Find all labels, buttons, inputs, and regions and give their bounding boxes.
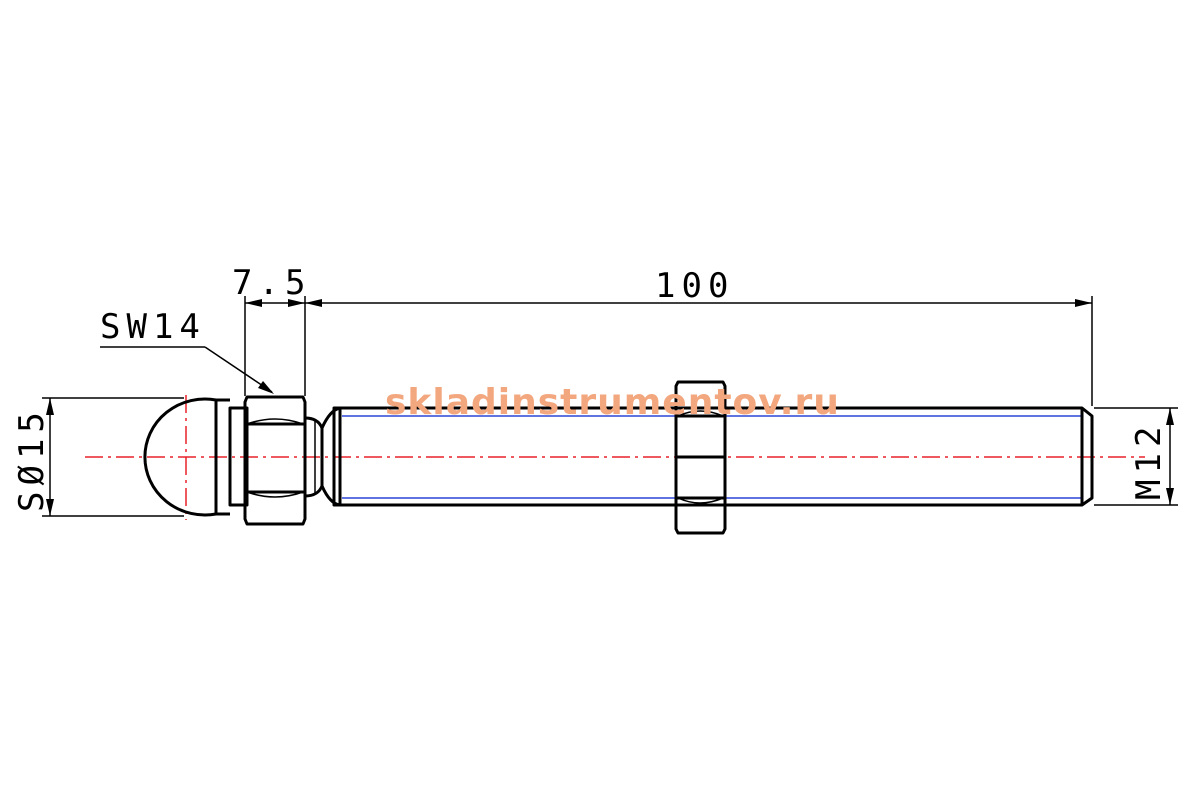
ball <box>143 397 217 517</box>
arrow-ball-bottom <box>46 499 54 516</box>
arrow-hex-left <box>245 299 262 307</box>
arrow-hex-right <box>288 299 305 307</box>
hex-head <box>243 395 307 526</box>
lock-nut <box>674 380 727 535</box>
dim-wrench-size-label: SW14 <box>100 307 206 347</box>
sw-leader-arrow <box>258 381 274 394</box>
dim-ball-diameter-label: SØ15 <box>12 406 52 512</box>
watermark: skladinstrumentov.ru <box>385 382 840 423</box>
undercut <box>304 416 324 498</box>
hex-arc-bottom <box>246 491 304 498</box>
nut-arc-top <box>677 410 724 417</box>
collar <box>228 406 249 507</box>
dim-hex-width-label: 7.5 <box>232 263 311 303</box>
arrow-thread-bottom <box>1166 488 1174 505</box>
arrow-thread-top <box>1166 408 1174 425</box>
arrow-length-left <box>305 299 322 307</box>
hex-arc-top <box>246 418 304 425</box>
arrow-length-right <box>1075 299 1092 307</box>
arrow-ball-top <box>46 398 54 415</box>
dim-thread-size-label: M12 <box>1129 421 1169 500</box>
nut-arc-bottom <box>677 497 724 504</box>
dim-thread-length-label: 100 <box>655 266 734 306</box>
